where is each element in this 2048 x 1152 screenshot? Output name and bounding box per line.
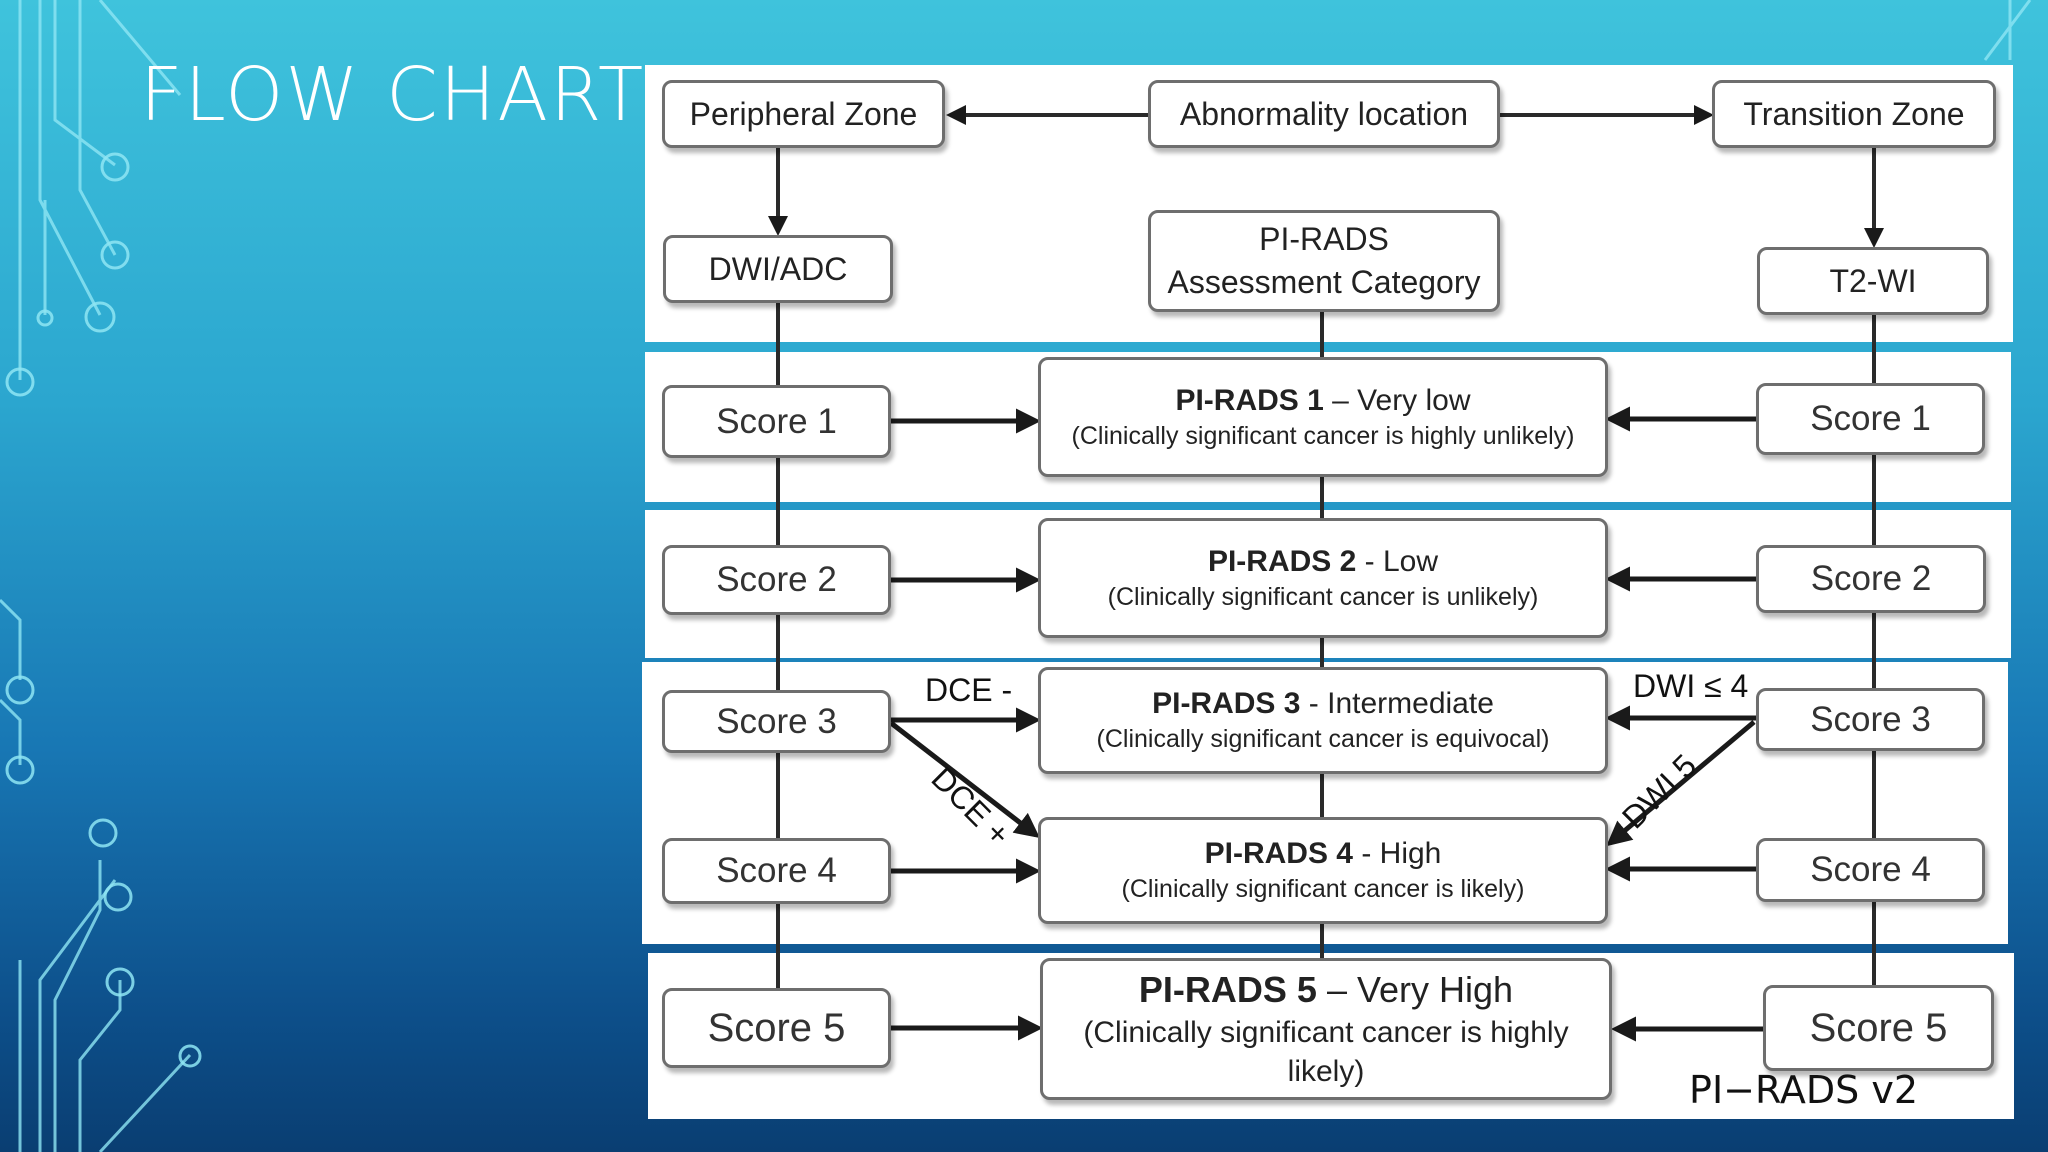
pirads-2-title: PI-RADS 2 - Low (1208, 542, 1438, 581)
right-score-2-box: Score 2 (1756, 545, 1986, 613)
pirads-3-name: PI-RADS 3 (1152, 687, 1301, 721)
transition-zone-box: Transition Zone (1712, 80, 1996, 148)
peripheral-zone-label: Peripheral Zone (689, 95, 918, 132)
assessment-heading-box: PI-RADS Assessment Category (1148, 210, 1500, 312)
right-score-5-label: Score 5 (1809, 1005, 1948, 1050)
pirads-3-sep: - (1300, 687, 1328, 721)
t2-wi-box: T2-WI (1757, 247, 1989, 315)
left-score-3-box: Score 3 (662, 690, 891, 753)
peripheral-zone-box: Peripheral Zone (662, 80, 945, 148)
right-score-3-box: Score 3 (1756, 688, 1985, 751)
right-score-2-label: Score 2 (1810, 559, 1932, 598)
pirads-5-desc: (Clinically significant cancer is highly… (1083, 1016, 1569, 1089)
pirads-2-sep: - (1356, 544, 1383, 578)
right-score-1-box: Score 1 (1756, 383, 1985, 455)
pirads-1-level: Very low (1357, 383, 1471, 417)
left-score-3-label: Score 3 (716, 701, 837, 741)
pirads-4-name: PI-RADS 4 (1204, 837, 1353, 871)
right-score-4-box: Score 4 (1756, 838, 1985, 902)
left-score-4-box: Score 4 (662, 838, 891, 904)
pirads-5-name: PI-RADS 5 (1138, 968, 1317, 1010)
abnormality-location-box: Abnormality location (1148, 80, 1500, 148)
dwi-le4-label: DWI ≤ 4 (1633, 668, 1749, 704)
pirads-4-level: High (1379, 837, 1442, 871)
pirads-2-level: Low (1382, 544, 1439, 578)
pirads-1-desc: (Clinically significant cancer is highly… (1071, 421, 1575, 450)
pirads-1-title: PI-RADS 1 – Very low (1175, 381, 1470, 420)
slide-title: FLOW CHART (140, 52, 646, 138)
assessment-heading-line2: Assessment Category (1167, 264, 1481, 300)
pirads-5-box: PI-RADS 5 – Very High (Clinically signif… (1040, 958, 1612, 1100)
pirads-version-footnote: PI−RADS v2 (1689, 1068, 1918, 1112)
pirads-2-box: PI-RADS 2 - Low (Clinically significant … (1038, 518, 1608, 638)
right-score-1-label: Score 1 (1810, 399, 1931, 438)
pirads-2-desc: (Clinically significant cancer is unlike… (1107, 582, 1539, 611)
pirads-3-box: PI-RADS 3 - Intermediate (Clinically sig… (1038, 667, 1608, 774)
left-score-5-label: Score 5 (707, 1005, 846, 1050)
left-score-2-label: Score 2 (716, 560, 837, 599)
pirads-2-name: PI-RADS 2 (1207, 544, 1357, 578)
left-score-5-box: Score 5 (662, 988, 891, 1068)
pirads-1-sep: – (1323, 383, 1358, 417)
pirads-4-box: PI-RADS 4 - High (Clinically significant… (1038, 817, 1608, 924)
pirads-4-sep: - (1352, 837, 1380, 871)
dce-minus-label: DCE - (925, 672, 1013, 708)
abnormality-location-label: Abnormality location (1179, 95, 1469, 132)
pirads-3-title: PI-RADS 3 - Intermediate (1152, 684, 1494, 723)
left-score-1-box: Score 1 (662, 385, 891, 458)
pirads-5-sep: – (1316, 968, 1357, 1010)
t2-wi-label: T2-WI (1829, 262, 1917, 299)
dwi-adc-box: DWI/ADC (663, 235, 893, 303)
pirads-4-title: PI-RADS 4 - High (1205, 834, 1442, 873)
pirads-4-desc: (Clinically significant cancer is likely… (1121, 875, 1525, 904)
transition-zone-label: Transition Zone (1743, 95, 1965, 132)
right-score-3-label: Score 3 (1810, 699, 1931, 739)
assessment-heading-line1: PI-RADS (1259, 220, 1389, 257)
pirads-1-box: PI-RADS 1 – Very low (Clinically signifi… (1038, 357, 1608, 477)
left-score-4-label: Score 4 (716, 851, 837, 890)
pirads-1-name: PI-RADS 1 (1175, 383, 1324, 417)
pirads-3-desc: (Clinically significant cancer is equivo… (1096, 725, 1550, 754)
left-score-2-box: Score 2 (662, 545, 891, 615)
pirads-3-level: Intermediate (1327, 687, 1494, 721)
pirads-5-level: Very High (1356, 968, 1514, 1010)
right-score-5-box: Score 5 (1763, 985, 1994, 1071)
right-score-4-label: Score 4 (1810, 850, 1931, 889)
left-score-1-label: Score 1 (716, 401, 837, 441)
pirads-5-title: PI-RADS 5 – Very High (1139, 967, 1513, 1014)
dwi-adc-label: DWI/ADC (708, 250, 848, 287)
